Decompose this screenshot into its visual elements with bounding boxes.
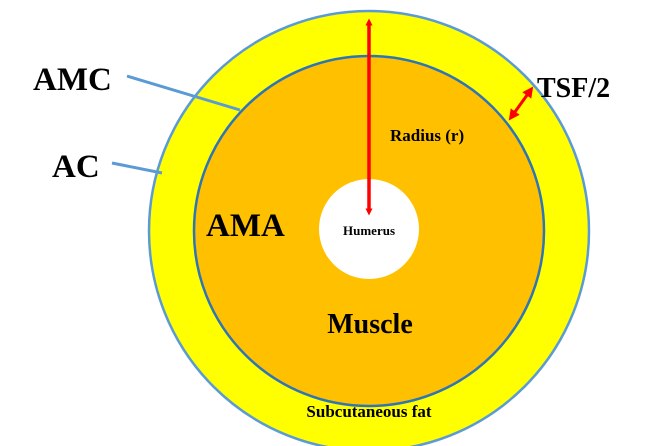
amc-label: AMC [33,62,112,98]
ac-pointer-line [111,161,163,175]
amc-pointer-line [126,74,241,112]
tsf-half-arrow [508,86,534,121]
ac-label: AC [52,149,100,185]
radius-label: Radius (r) [390,126,464,145]
muscle-label: Muscle [327,309,413,340]
humerus-label: Humerus [343,223,395,238]
tsf-half-label: TSF/2 [537,73,610,104]
subcutaneous-fat-label: Subcutaneous fat [306,402,432,421]
ama-label: AMA [206,208,285,244]
humerus-circle [319,179,419,279]
